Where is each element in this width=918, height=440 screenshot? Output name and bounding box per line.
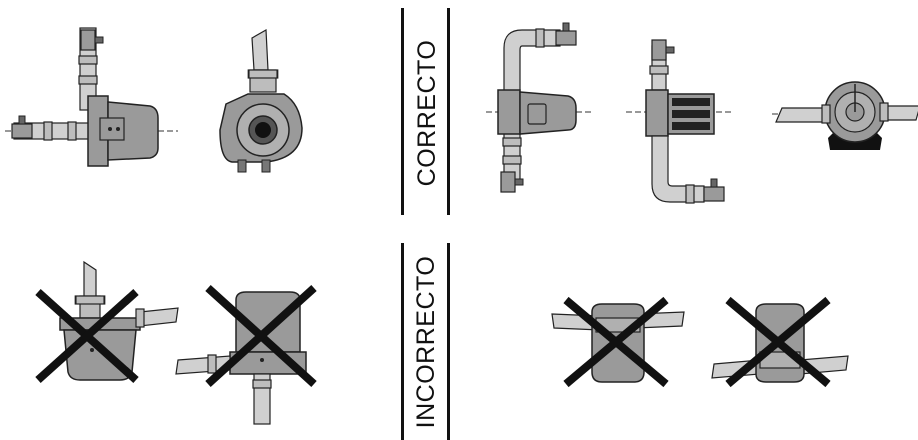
incorrect-pump-vertical-b bbox=[711, 296, 849, 388]
incorrect-pump-vertical-a bbox=[551, 296, 685, 388]
correct-pump-vertical-up bbox=[486, 22, 592, 193]
correct-left-divider bbox=[401, 8, 404, 215]
incorrect-pump-motor-down bbox=[35, 260, 179, 383]
incorrect-left-divider bbox=[401, 243, 404, 440]
correct-label: CORRECTO bbox=[413, 39, 441, 187]
incorrect-pump-motor-up bbox=[175, 285, 317, 425]
correct-pump-vertical-down bbox=[626, 39, 732, 204]
correct-pump-side-view bbox=[5, 27, 178, 167]
correct-pump-top-view bbox=[772, 81, 918, 150]
correct-right-divider bbox=[447, 8, 450, 215]
correct-pump-front-view bbox=[219, 28, 303, 173]
incorrect-label: INCORRECTO bbox=[412, 255, 440, 429]
incorrect-right-divider bbox=[447, 243, 450, 440]
